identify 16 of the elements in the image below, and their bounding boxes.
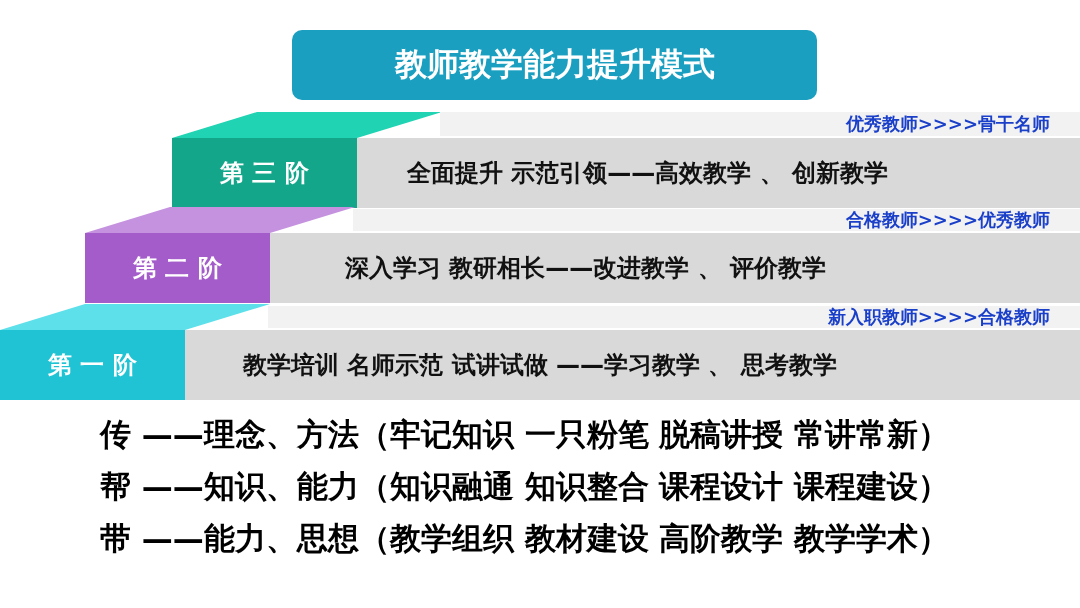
summary-line: 帮 ——知识、能力（知识融通 知识整合 课程设计 课程建设）: [100, 467, 950, 506]
summary-line: 传 ——理念、方法（牢记知识 一只粉笔 脱稿讲授 常讲常新）: [100, 415, 950, 454]
step-description: 教学培训 名师示范 试讲试做 ——学习教学 、 思考教学: [243, 350, 837, 381]
title-banner: 教师教学能力提升模式: [292, 30, 817, 100]
progression-text: 合格教师>>>>优秀教师: [845, 208, 1050, 232]
step-label: 第 一 阶: [47, 350, 138, 381]
step-description: 全面提升 示范引领——高效教学 、 创新教学: [407, 158, 889, 189]
step-band: [357, 138, 1080, 208]
summary-line: 带 ——能力、思想（教学组织 教材建设 高阶教学 教学学术）: [100, 519, 950, 558]
progression-text: 优秀教师>>>>骨干名师: [845, 112, 1050, 136]
step-label: 第 三 阶: [219, 158, 310, 189]
progression-text: 新入职教师>>>>合格教师: [827, 305, 1050, 329]
step-band: [185, 330, 1080, 400]
step-description: 深入学习 教研相长——改进教学 、 评价教学: [345, 253, 827, 284]
step-label: 第 二 阶: [132, 253, 223, 284]
step-band: [270, 233, 1080, 303]
